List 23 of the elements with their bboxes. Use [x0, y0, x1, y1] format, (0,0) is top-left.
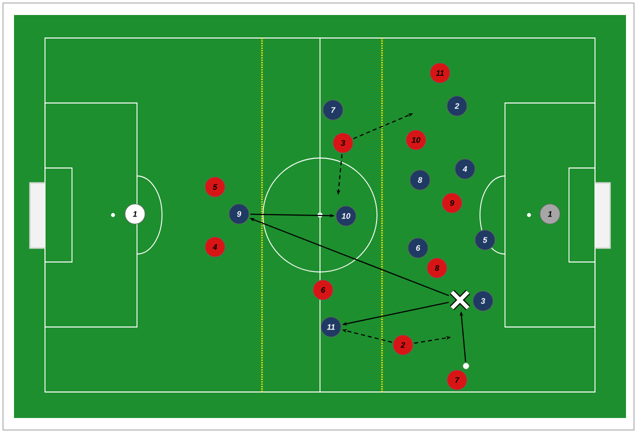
player-token: 10: [406, 130, 426, 150]
player-token: 7: [322, 100, 344, 120]
player-token: 5: [204, 176, 226, 198]
player-token: 8: [426, 258, 448, 278]
player-token: 9: [228, 204, 250, 224]
player-token: 6: [312, 280, 334, 300]
player-token: 5: [474, 230, 496, 250]
player-token: 3: [472, 290, 494, 312]
player-token: 11: [430, 62, 450, 84]
player-token: 8: [410, 170, 430, 190]
player-token: 11: [320, 316, 342, 338]
player-token: 3: [332, 132, 354, 154]
player-token: 4: [204, 236, 226, 258]
player-token: 1: [124, 204, 146, 224]
player-token: 10: [336, 206, 356, 226]
cross-marker: [449, 289, 471, 311]
player-token: 4: [454, 158, 476, 180]
player-token: 1: [540, 204, 560, 224]
player-token: 2: [446, 96, 468, 116]
player-token: 6: [408, 238, 428, 258]
player-token: 2: [392, 334, 414, 356]
player-token: 7: [446, 370, 468, 390]
player-token: 9: [442, 192, 462, 214]
